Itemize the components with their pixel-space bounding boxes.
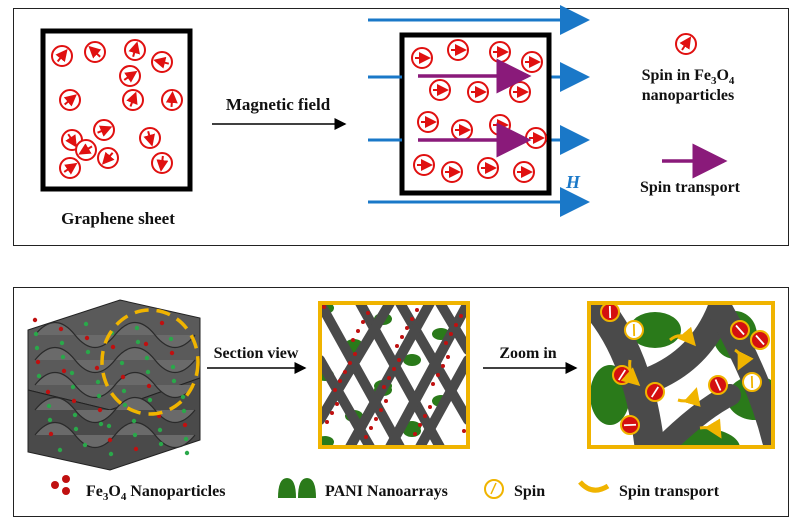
legend-np-label: Fe3O4 Nanoparticles	[86, 483, 225, 503]
legend-spin-yellow-label: Spin	[514, 483, 545, 500]
legend-transport-yellow-label: Spin transport	[619, 483, 720, 500]
legend-spin-icon	[675, 33, 697, 55]
zoom-transport-arrows	[620, 326, 754, 439]
random-spins	[51, 39, 183, 179]
zoom-spins	[600, 303, 770, 435]
graphene-label: Graphene sheet	[61, 209, 175, 228]
field-symbol-h: H	[565, 172, 581, 192]
magnetic-field-label: Magnetic field	[226, 95, 331, 114]
legend-spin-label-line2: nanoparticles	[642, 87, 734, 104]
legend-pani-icon	[278, 478, 316, 498]
zoom-in-label: Zoom in	[499, 345, 556, 362]
section-view-label: Section view	[214, 345, 299, 362]
graphene-foam-3d	[27, 299, 201, 471]
legend-np-icon	[51, 475, 70, 495]
legend-spin-yellow-icon	[484, 479, 504, 499]
legend-pani-label: PANI Nanoarrays	[325, 483, 448, 500]
legend-transport-label: Spin transport	[640, 179, 741, 196]
legend-spin-label: Spin in Fe3O4	[642, 67, 735, 87]
legend-transport-yellow-icon	[578, 480, 610, 493]
